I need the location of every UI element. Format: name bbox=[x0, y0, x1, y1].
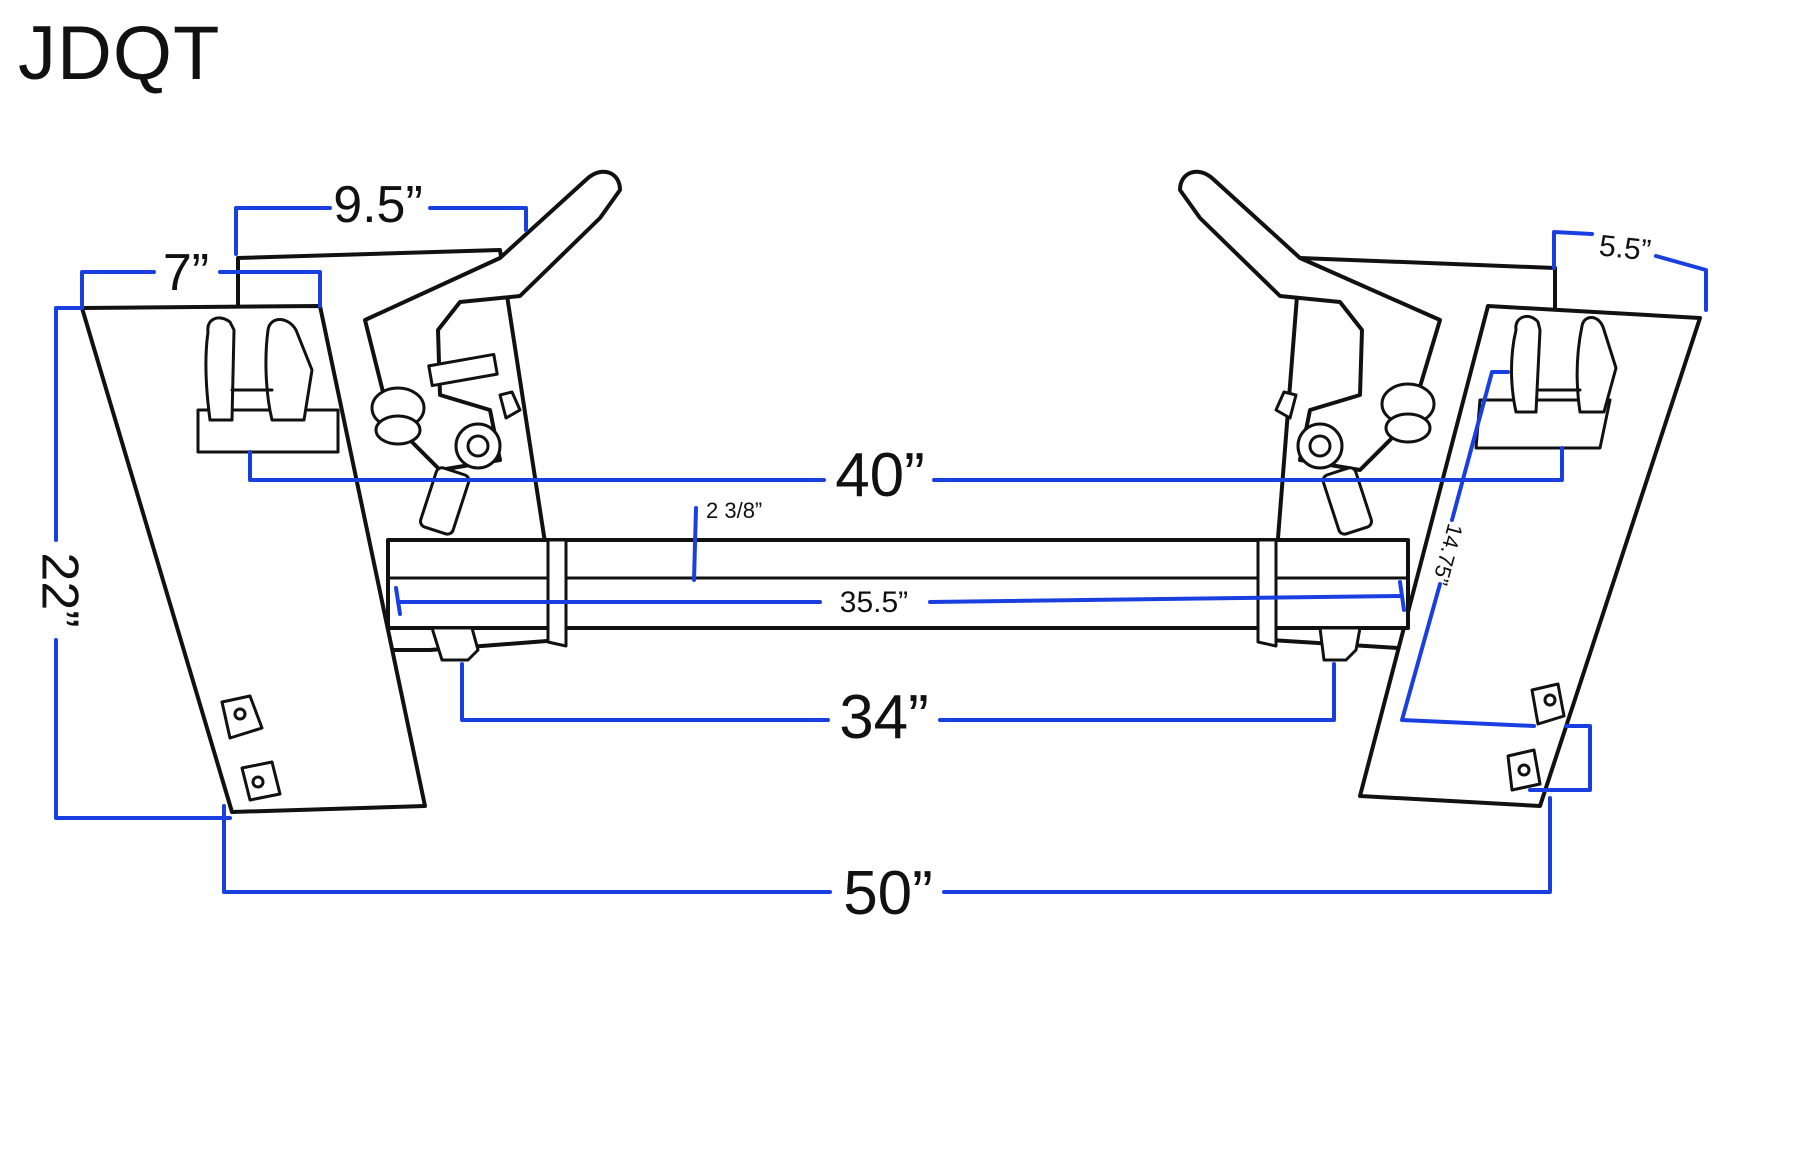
dim-line-pin-span bbox=[460, 662, 830, 722]
right-pins bbox=[1506, 682, 1566, 792]
label-left-plate-width: 7” bbox=[163, 244, 209, 302]
dimension-labels: 9.5” 7” 5.5” 22” 40” 2 3/8” 35.5” 34” 14… bbox=[30, 176, 1652, 928]
dim-line-hook-span bbox=[248, 450, 826, 482]
label-crossbar-length: 35.5” bbox=[840, 586, 908, 619]
diagram-title: JDQT bbox=[18, 11, 221, 96]
label-hook-span: 40” bbox=[835, 441, 925, 510]
label-crossbar-height: 2 3/8” bbox=[706, 498, 762, 523]
dim-line-crossbar-height bbox=[692, 506, 698, 582]
dim-line-plate-height bbox=[54, 306, 82, 542]
dimension-lines bbox=[54, 206, 1708, 894]
right-spring-assembly bbox=[1274, 382, 1436, 536]
label-right-top-width: 5.5” bbox=[1598, 229, 1653, 267]
crossbar-right-pin bbox=[1318, 626, 1362, 662]
dim-line-right-plate-diagonal bbox=[1450, 370, 1510, 522]
crossbar bbox=[386, 538, 1410, 662]
left-lever-handle bbox=[363, 169, 622, 472]
dim-line-overall-width bbox=[222, 804, 832, 894]
left-spring-assembly bbox=[370, 386, 522, 536]
label-pin-span: 34” bbox=[839, 683, 929, 752]
right-assembly bbox=[1178, 169, 1702, 808]
label-top-left-width: 9.5” bbox=[333, 176, 423, 234]
right-hook-block bbox=[1474, 314, 1618, 450]
crossbar-left-pin bbox=[430, 626, 480, 662]
label-overall-width: 50” bbox=[843, 859, 933, 928]
dim-line-top-left-width bbox=[234, 206, 332, 256]
dim-line-right-top-width bbox=[1552, 230, 1594, 270]
left-hook-block bbox=[196, 316, 340, 454]
label-plate-height: 22” bbox=[30, 552, 88, 627]
left-pins bbox=[220, 694, 282, 802]
dim-line-left-plate-width bbox=[80, 270, 156, 310]
right-tapered-plate bbox=[1358, 304, 1702, 808]
